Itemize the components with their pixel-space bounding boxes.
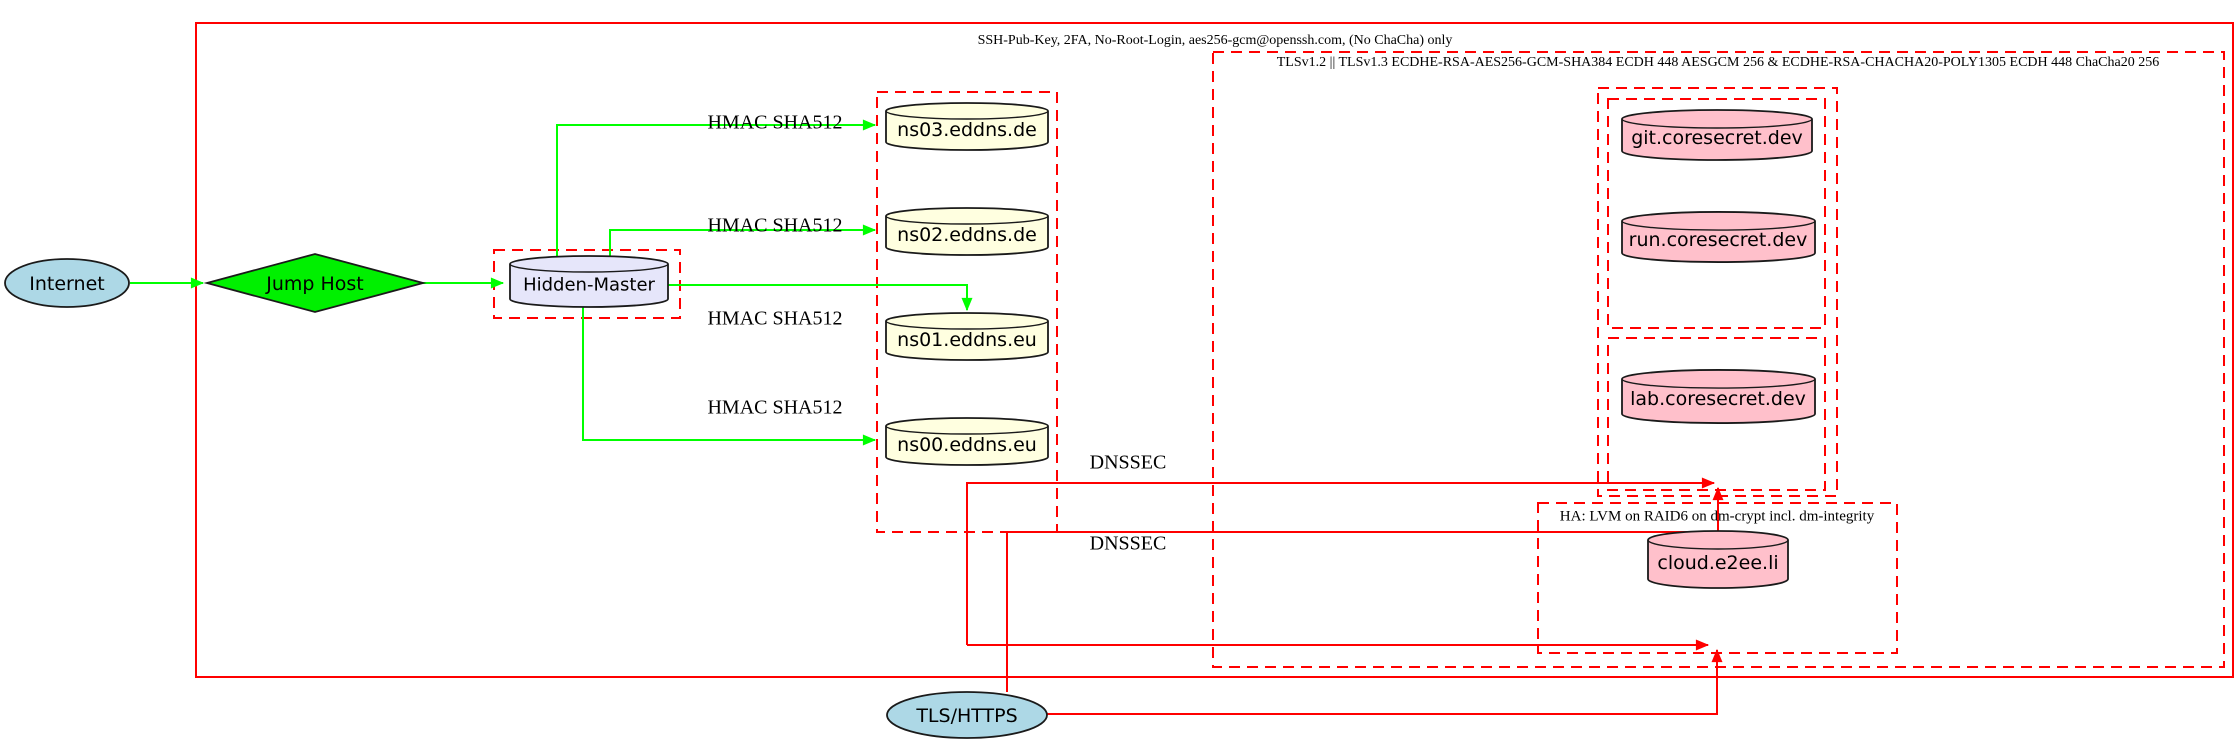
node-ns00 bbox=[885, 417, 1049, 466]
node-git-label: git.coresecret.dev bbox=[1631, 127, 1803, 149]
node-hidden-master-label: Hidden-Master bbox=[523, 274, 655, 296]
node-lab-label: lab.coresecret.dev bbox=[1630, 388, 1806, 410]
node-run-label: run.coresecret.dev bbox=[1628, 229, 1808, 251]
cluster-tls-box bbox=[1212, 51, 2225, 668]
edge-tls-to-cloud bbox=[1047, 648, 1723, 715]
node-internet-label: Internet bbox=[29, 273, 105, 295]
node-cloud bbox=[1647, 530, 1789, 589]
edge-hmac-ns00 bbox=[582, 307, 877, 446]
cluster-tls-label: TLSv1.2 || TLSv1.3 ECDHE-RSA-AES256-GCM-… bbox=[1276, 55, 2160, 70]
edge-label-hmac-ns00: HMAC SHA512 bbox=[707, 396, 843, 419]
node-git bbox=[1621, 109, 1813, 161]
edge-label-dnssec-lower: DNSSEC bbox=[1089, 532, 1167, 555]
edge-dnssec-upper bbox=[966, 477, 1716, 645]
node-ns03-label: ns03.eddns.de bbox=[897, 119, 1037, 141]
cluster-ssh-label: SSH-Pub-Key, 2FA, No-Root-Login, aes256-… bbox=[977, 33, 1453, 48]
node-hidden-master bbox=[509, 255, 669, 308]
edge-label-hmac-ns01: HMAC SHA512 bbox=[707, 307, 843, 330]
node-jump-host bbox=[203, 253, 427, 313]
node-run bbox=[1621, 211, 1816, 263]
cluster-git-run-box bbox=[1607, 98, 1826, 329]
edge-label-hmac-ns02: HMAC SHA512 bbox=[707, 214, 843, 237]
node-cloud-label: cloud.e2ee.li bbox=[1657, 552, 1779, 574]
edge-label-dnssec-upper: DNSSEC bbox=[1089, 451, 1167, 474]
node-ns00-label: ns00.eddns.eu bbox=[897, 434, 1037, 456]
edge-tls-to-lab bbox=[1006, 486, 1724, 692]
node-ns02-label: ns02.eddns.de bbox=[897, 224, 1037, 246]
cluster-ha-label: HA: LVM on RAID6 on dm-crypt incl. dm-in… bbox=[1559, 508, 1875, 525]
cluster-ssh-box bbox=[195, 22, 2234, 678]
node-jump-host-label: Jump Host bbox=[266, 273, 364, 295]
edge-hmac-ns02 bbox=[609, 224, 877, 256]
node-internet bbox=[4, 258, 130, 308]
node-ns03 bbox=[885, 102, 1049, 151]
node-ns01 bbox=[885, 312, 1049, 361]
node-ns02 bbox=[885, 207, 1049, 256]
node-lab bbox=[1621, 369, 1816, 424]
node-tls-https bbox=[886, 691, 1048, 739]
edge-label-hmac-ns03: HMAC SHA512 bbox=[707, 111, 843, 134]
node-ns01-label: ns01.eddns.eu bbox=[897, 329, 1037, 351]
cluster-nameservers-box bbox=[876, 91, 1058, 533]
edge-hmac-ns01 bbox=[668, 284, 973, 312]
node-tls-https-label: TLS/HTTPS bbox=[916, 705, 1018, 727]
edge-hmac-ns03 bbox=[556, 119, 877, 256]
